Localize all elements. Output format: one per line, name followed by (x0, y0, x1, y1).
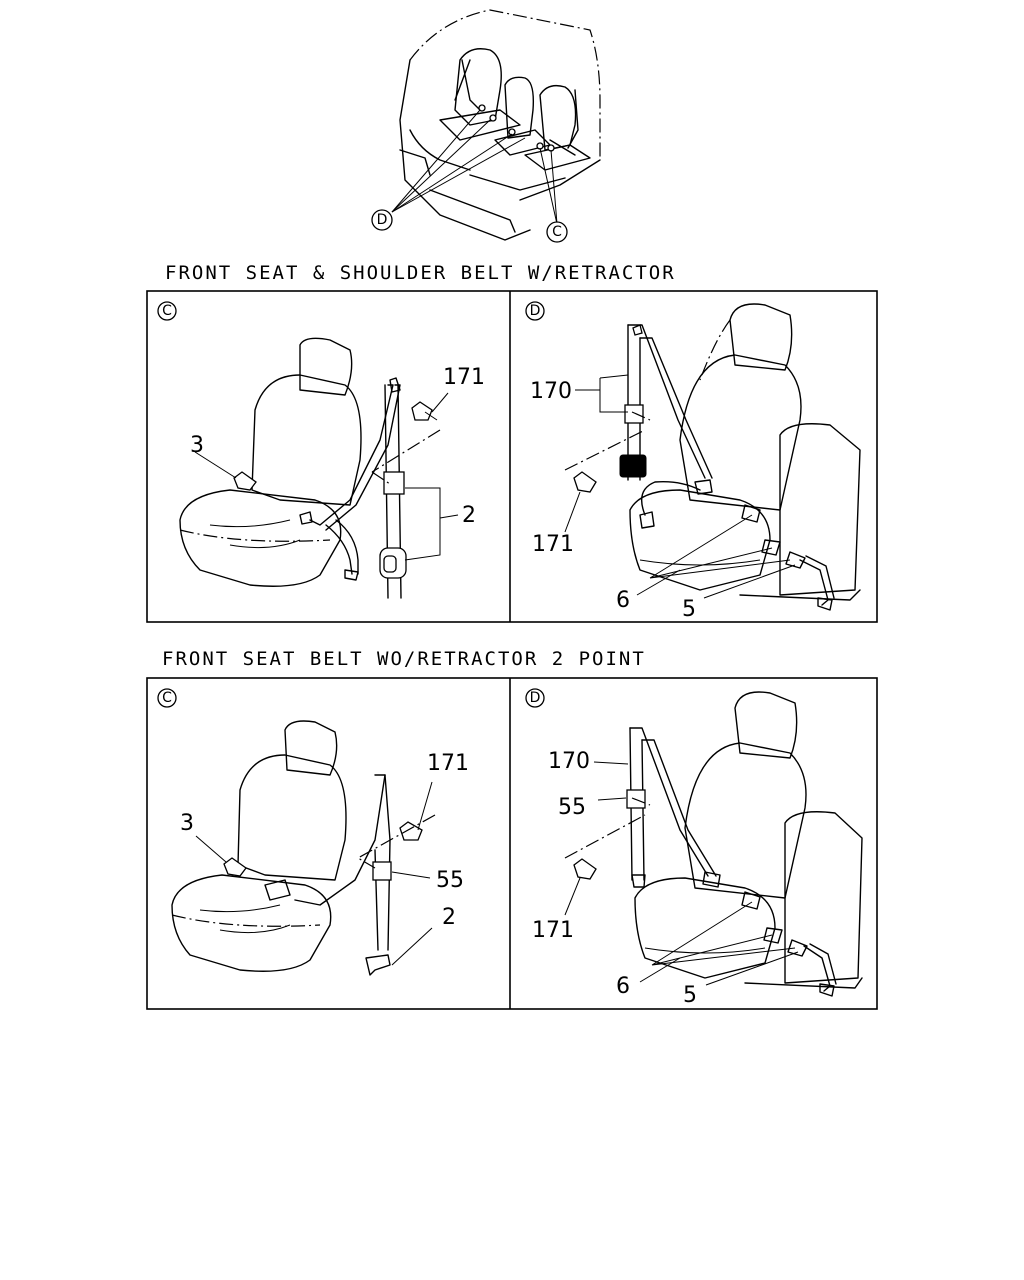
section-2-frame (146, 677, 878, 1010)
s1c-label-2: 2 (462, 503, 476, 528)
s2d-label-171: 171 (532, 918, 574, 943)
s1c-label-171: 171 (443, 365, 485, 390)
s2c-label-3: 3 (180, 811, 194, 836)
s2-panel-c-callout: C (157, 688, 177, 708)
s1-panel-d-callout: D (525, 301, 545, 321)
svg-text:D: D (377, 212, 388, 228)
s2d-label-170: 170 (548, 749, 590, 774)
s2-panel-d-belt (626, 727, 837, 997)
s1d-label-5: 5 (682, 597, 696, 622)
section-2-title: FRONT SEAT BELT WO/RETRACTOR 2 POINT (162, 648, 646, 670)
svg-text:D: D (530, 303, 541, 319)
s2c-label-55: 55 (436, 868, 464, 893)
s1-panel-d-bolt-171 (573, 471, 597, 493)
s2d-label-5: 5 (683, 983, 697, 1008)
svg-text:C: C (162, 303, 172, 319)
s2c-label-2: 2 (442, 905, 456, 930)
s1-panel-c-belt (299, 377, 407, 599)
svg-text:D: D (530, 690, 541, 706)
s1-panel-c-bolt-171 (411, 401, 438, 421)
cab-overview-illustration (391, 9, 601, 241)
s1c-label-3: 3 (190, 433, 204, 458)
s1-panel-c-bolt-3 (233, 471, 257, 491)
s2d-label-55: 55 (558, 795, 586, 820)
svg-text:C: C (162, 690, 172, 706)
s2-panel-d-seats (634, 691, 863, 989)
s1-panel-c-callout: C (157, 301, 177, 321)
s1-panel-d-belt (619, 324, 835, 611)
s2-panel-c-bolt-3 (223, 857, 247, 877)
s1-panel-d-seats (629, 303, 861, 601)
section-1-frame (146, 290, 878, 623)
section-1-title: FRONT SEAT & SHOULDER BELT W/RETRACTOR (165, 262, 676, 284)
s2d-label-6: 6 (616, 974, 630, 999)
s2-panel-d-callout: D (525, 688, 545, 708)
s2c-label-171: 171 (427, 751, 469, 776)
s2-panel-c-belt (264, 774, 392, 976)
overview-callout-c: C (546, 221, 568, 243)
s2-panel-c-bolt-171 (399, 821, 423, 841)
s1-panel-c-seat (179, 337, 362, 587)
s1d-label-6: 6 (616, 588, 630, 613)
s1d-label-170: 170 (530, 379, 572, 404)
overview-callout-d: D (371, 209, 393, 231)
svg-text:C: C (552, 224, 562, 240)
s2-panel-d-bolt-171 (573, 858, 597, 880)
s2-panel-c-seat (171, 720, 347, 972)
s1d-label-171: 171 (532, 532, 574, 557)
